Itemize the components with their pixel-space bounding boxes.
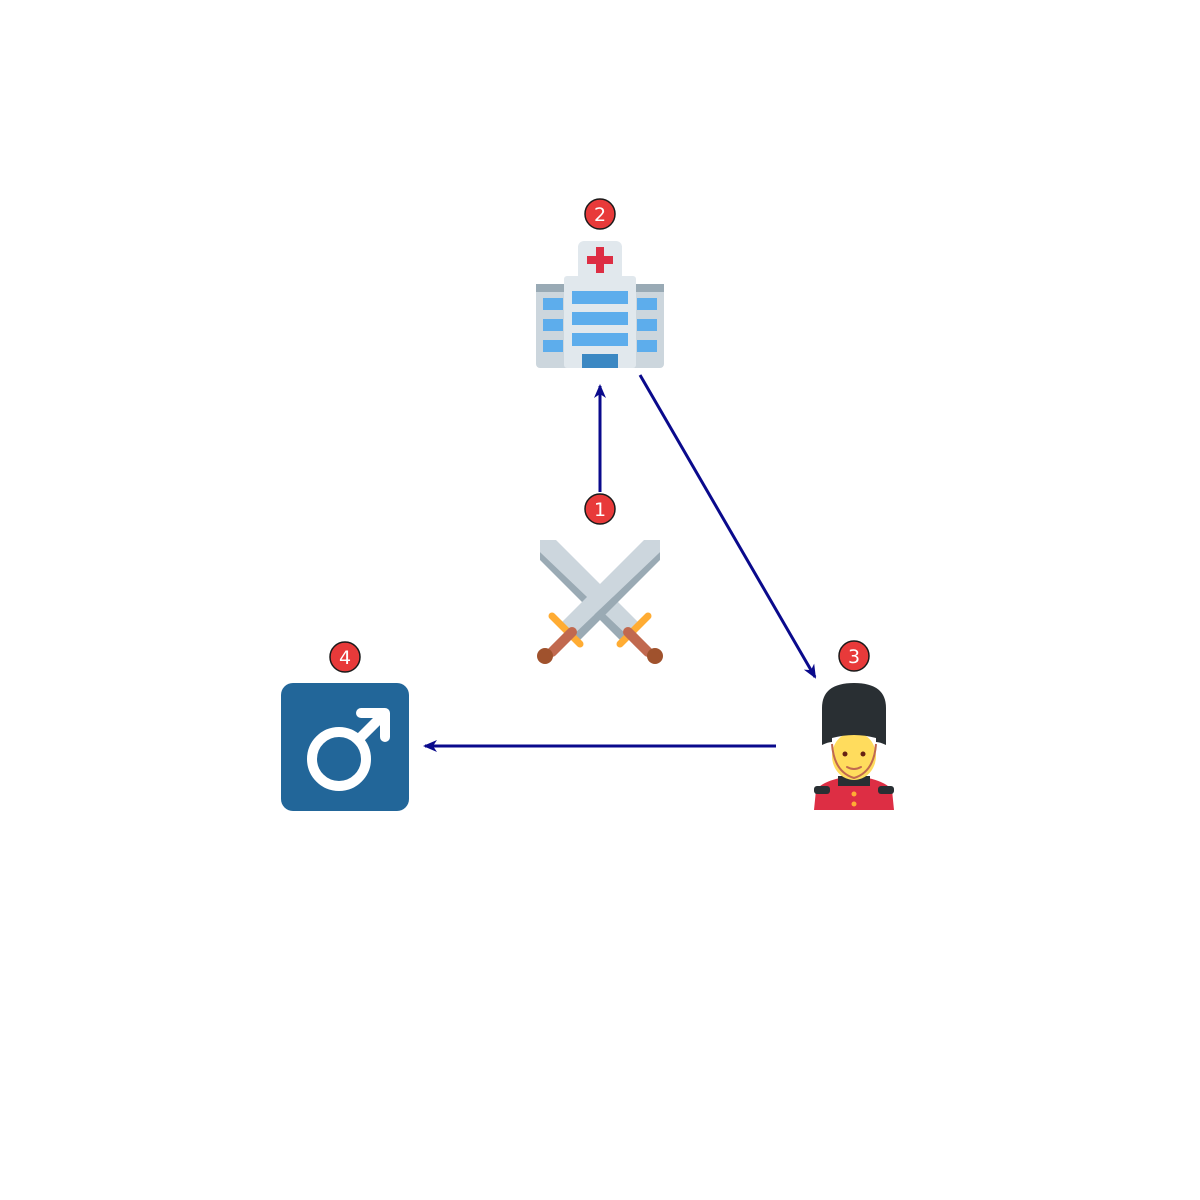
crossed-swords-icon xyxy=(537,540,663,664)
node-1-badge: 1 xyxy=(584,493,616,525)
node-2-badge-label: 2 xyxy=(594,204,606,226)
node-3[interactable]: 3 xyxy=(814,640,894,810)
node-2[interactable]: 2 xyxy=(536,198,664,368)
node-1-badge-label: 1 xyxy=(594,499,606,521)
hospital-icon xyxy=(536,241,664,368)
edges xyxy=(423,374,817,752)
node-4[interactable]: 4 xyxy=(281,641,409,811)
edge-2-to-3 xyxy=(638,374,817,679)
node-4-badge: 4 xyxy=(329,641,361,673)
node-3-badge: 3 xyxy=(838,640,870,672)
node-1[interactable]: 1 xyxy=(537,493,663,664)
node-3-badge-label: 3 xyxy=(848,646,860,668)
node-4-badge-label: 4 xyxy=(339,647,351,669)
guard-icon xyxy=(814,683,894,810)
node-2-badge: 2 xyxy=(584,198,616,230)
male-sign-icon xyxy=(281,683,409,811)
